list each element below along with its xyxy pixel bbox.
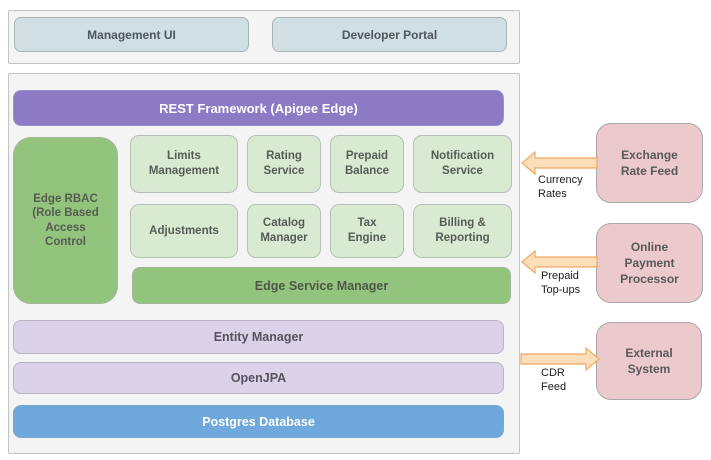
online-payment-processor-box: Online Payment Processor bbox=[596, 223, 703, 303]
external-system-box: External System bbox=[596, 322, 702, 400]
service-adjustments: Adjustments bbox=[130, 204, 238, 258]
edge-service-manager-bar: Edge Service Manager bbox=[132, 267, 511, 304]
service-rating-service: Rating Service bbox=[247, 135, 321, 193]
rest-framework-bar: REST Framework (Apigee Edge) bbox=[13, 90, 504, 126]
service-tax-engine: Tax Engine bbox=[330, 204, 404, 258]
clients-container: Management UI Developer Portal bbox=[8, 10, 520, 64]
services-row-1: Limits Management Rating Service Prepaid… bbox=[130, 135, 512, 193]
developer-portal-box: Developer Portal bbox=[272, 17, 507, 52]
edge-stack-container: REST Framework (Apigee Edge) Edge RBAC (… bbox=[8, 73, 520, 454]
cdr-feed-label: CDR Feed bbox=[541, 367, 567, 393]
entity-manager-bar: Entity Manager bbox=[13, 320, 504, 354]
exchange-rate-feed-box: Exchange Rate Feed bbox=[596, 123, 703, 203]
openjpa-bar: OpenJPA bbox=[13, 362, 504, 394]
prepaid-topups-label: Prepaid Top-ups bbox=[541, 270, 581, 296]
rbac-box: Edge RBAC (Role Based Access Control bbox=[13, 137, 118, 304]
service-prepaid-balance: Prepaid Balance bbox=[330, 135, 404, 193]
postgres-database-bar: Postgres Database bbox=[13, 405, 504, 438]
service-notification-service: Notification Service bbox=[413, 135, 512, 193]
service-limits-management: Limits Management bbox=[130, 135, 238, 193]
service-catalog-manager: Catalog Manager bbox=[247, 204, 321, 258]
services-row-2: Adjustments Catalog Manager Tax Engine B… bbox=[130, 204, 512, 258]
arrow-left-icon bbox=[521, 151, 598, 175]
currency-rates-label: Currency Rates bbox=[538, 174, 583, 200]
management-ui-box: Management UI bbox=[14, 17, 249, 52]
service-billing-reporting: Billing & Reporting bbox=[413, 204, 512, 258]
arrow-right-icon bbox=[520, 347, 600, 371]
arrow-left-icon bbox=[521, 250, 598, 274]
